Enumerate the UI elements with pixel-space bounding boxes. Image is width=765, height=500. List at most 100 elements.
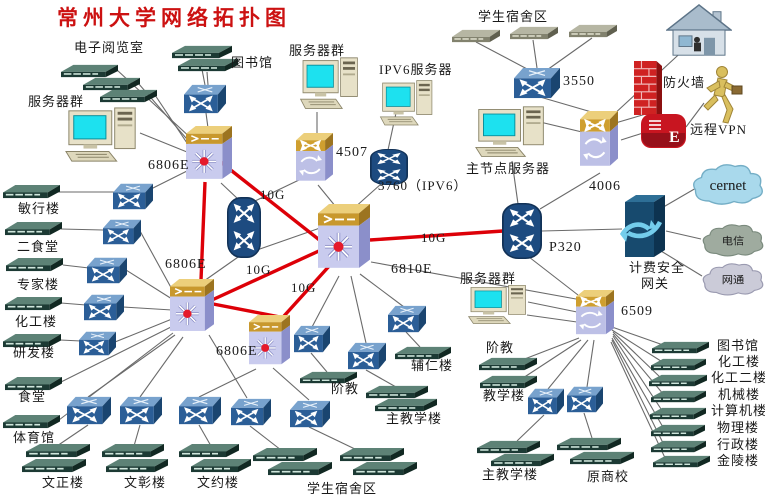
link xyxy=(60,228,104,231)
label-dorm-area-bottom: 学生宿舍区 xyxy=(307,481,378,496)
link xyxy=(685,102,705,128)
dorm-area-hub-1 xyxy=(253,447,317,462)
wenzheng-hub-2 xyxy=(22,458,86,473)
switch-3550 xyxy=(514,67,560,99)
label-tiyuguan: 体育馆 xyxy=(13,430,56,445)
link xyxy=(660,250,703,277)
link xyxy=(516,414,545,442)
wenzheng-switch xyxy=(67,396,111,425)
label-furen: 辅仁楼 xyxy=(411,358,454,373)
label-xingzhenglou: 行政楼 xyxy=(717,437,760,452)
dorm-hub-1 xyxy=(452,29,500,43)
link xyxy=(532,39,538,69)
tiyuguan-hub xyxy=(3,414,60,429)
cloud-telecom: 电信 xyxy=(700,221,765,259)
link xyxy=(114,318,173,343)
link xyxy=(475,41,530,71)
dorm-area-hub-2 xyxy=(268,461,332,476)
wenyue-hub-2 xyxy=(191,458,251,473)
link xyxy=(511,160,519,205)
zhujiaoxue-switch-1 xyxy=(348,342,386,370)
diagram-title: 常州大学网络拓扑图 xyxy=(57,6,291,30)
yuanshangxiao-hub-1 xyxy=(557,437,621,451)
minxing-hub xyxy=(3,184,60,199)
cloud-label: 电信 xyxy=(722,235,745,247)
ershitang-hub xyxy=(5,221,62,236)
link xyxy=(311,275,340,328)
label-remote-vpn: 远程VPN xyxy=(690,122,748,137)
label-dorm-area-top: 学生宿舍区 xyxy=(478,9,549,24)
ershitang-switch xyxy=(103,219,141,245)
label-zhujiaoxue-1: 主教学楼 xyxy=(386,411,443,426)
router-3760 xyxy=(370,149,409,186)
link xyxy=(220,182,240,201)
library-switch xyxy=(184,84,226,114)
link xyxy=(308,426,358,451)
label-server-group-1: 服务器群 xyxy=(28,94,85,109)
link-speed-label-4: 10G xyxy=(421,230,447,245)
link xyxy=(205,112,209,129)
link xyxy=(521,337,580,361)
link xyxy=(87,334,176,398)
wenzhang-switch xyxy=(120,396,162,425)
link xyxy=(539,172,601,210)
link-speed-label-1: 10G xyxy=(260,187,286,202)
backbone-link xyxy=(282,262,333,318)
link xyxy=(365,369,397,388)
link xyxy=(56,424,89,447)
link xyxy=(133,424,141,447)
label-wulilou: 物理楼 xyxy=(717,420,760,435)
link xyxy=(122,306,173,311)
link xyxy=(611,326,667,347)
home-user xyxy=(664,3,734,61)
reading-room-hub-2 xyxy=(83,77,140,91)
jiejiao-hub-1 xyxy=(300,371,357,384)
cloud-label: 网通 xyxy=(722,274,745,286)
label-tushuguan: 图书馆 xyxy=(717,338,760,353)
link xyxy=(254,179,300,202)
reading-room-hub-1 xyxy=(61,64,118,78)
label-server-group-3: 服务器群 xyxy=(460,271,517,286)
vpn-concentrator: E xyxy=(641,111,689,151)
furen-switch xyxy=(388,305,426,333)
link xyxy=(272,367,310,401)
zhujiaoxue-hub-1b xyxy=(375,398,437,412)
link xyxy=(62,264,90,269)
link xyxy=(139,336,184,398)
library-hub-2 xyxy=(178,58,238,72)
label-main-node-server: 主节点服务器 xyxy=(466,161,551,176)
dorm-switch-1 xyxy=(231,398,271,426)
link-speed-label-2: 10G xyxy=(246,262,272,277)
library-hub-1 xyxy=(172,45,232,59)
backbone-link xyxy=(199,181,207,281)
label-zhujiaoxue-2: 主教学楼 xyxy=(482,467,539,482)
link xyxy=(611,329,665,364)
label-6806e-3: 6806E xyxy=(216,344,258,359)
link xyxy=(206,71,209,86)
shitang-hub xyxy=(5,376,62,391)
label-huagong: 化工楼 xyxy=(15,314,58,329)
label-billing-gw-2: 网关 xyxy=(641,276,670,291)
dorm-switch-2 xyxy=(290,400,330,428)
label-jisuanjilou: 计算机楼 xyxy=(711,403,765,418)
link xyxy=(60,325,174,383)
link xyxy=(310,352,328,373)
zhujiaoxue-hub-2a xyxy=(477,440,540,454)
zhujiaoxue-switch-2 xyxy=(528,388,564,415)
remote-user xyxy=(699,64,743,126)
minxing-switch xyxy=(113,183,153,210)
core-switch-6806e-3 xyxy=(249,315,290,369)
firewall xyxy=(634,61,662,115)
link xyxy=(370,261,577,300)
label-6806e-1: 6806E xyxy=(148,158,190,173)
billing-gateway xyxy=(620,195,670,263)
backbone-link xyxy=(216,158,324,244)
link xyxy=(528,256,579,296)
link xyxy=(610,341,667,461)
zhujiaoxue-hub-1a xyxy=(366,385,428,399)
yuanshangxiao-switch xyxy=(567,386,603,413)
main-node-server xyxy=(474,105,550,161)
dorm-area-hub-4 xyxy=(353,461,417,476)
label-ipv6-server: IPV6服务器 xyxy=(379,62,453,77)
link xyxy=(546,37,593,71)
